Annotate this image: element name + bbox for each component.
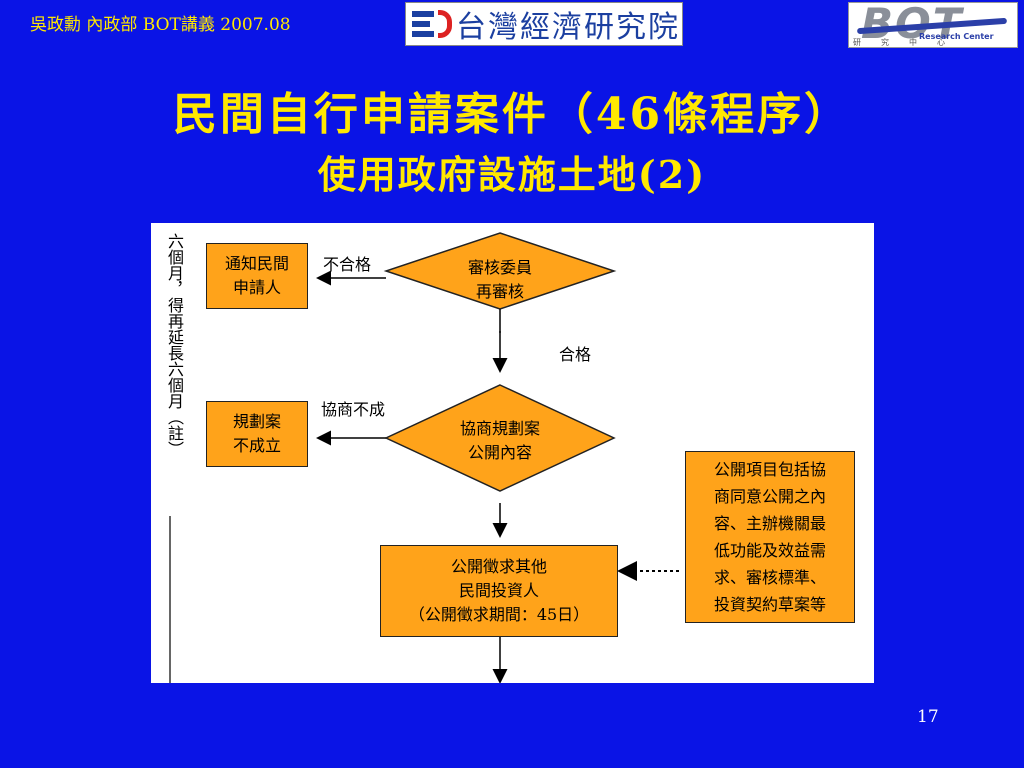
box-notify-applicant: 通知民間 申請人 bbox=[206, 243, 308, 309]
label-pass: 合格 bbox=[559, 345, 592, 364]
flowchart-connectors bbox=[169, 232, 679, 683]
header-text: 吳政勳 內政部 BOT講義 2007.08 bbox=[30, 15, 291, 35]
diamond-review-label: 審核委員 再審核 bbox=[467, 258, 532, 301]
tier-logo-name: 台灣經濟研究院 bbox=[456, 10, 680, 45]
page-number: 17 bbox=[917, 707, 939, 727]
flowchart-panel: 六個月，得再延長六個月（註） 通知民間 申請人 不合格 審核委員 再審核 合格 … bbox=[151, 223, 874, 683]
duration-note: 六個月，得再延長六個月（註） bbox=[165, 233, 184, 457]
bot-logo-cn: 研究中心 bbox=[853, 38, 965, 47]
label-fail: 不合格 bbox=[323, 255, 372, 274]
box-disclosure-items: 公開項目包括協 商同意公開之內 容、主辦機關最 低功能及效益需 求、審核標準、 … bbox=[685, 451, 855, 623]
box-public-solicitation: 公開徵求其他 民間投資人 （公開徵求期間：45日） bbox=[380, 545, 618, 637]
diamond-nego-label: 協商規劃案 公開內容 bbox=[459, 419, 540, 462]
box-plan-fail: 規劃案 不成立 bbox=[206, 401, 308, 467]
bot-logo: BOT Research Center 研究中心 bbox=[848, 2, 1018, 48]
bot-logo-sub: Research Center bbox=[919, 32, 994, 41]
diamond-nego-shape bbox=[384, 384, 616, 492]
slide-title: 民間自行申請案件（46條程序） bbox=[172, 89, 852, 140]
tier-logo-mark bbox=[412, 7, 452, 41]
tier-logo: 台灣經濟研究院 bbox=[405, 2, 683, 46]
label-nego-fail: 協商不成 bbox=[321, 400, 386, 419]
slide-subtitle: 使用政府設施土地(2) bbox=[317, 152, 707, 197]
